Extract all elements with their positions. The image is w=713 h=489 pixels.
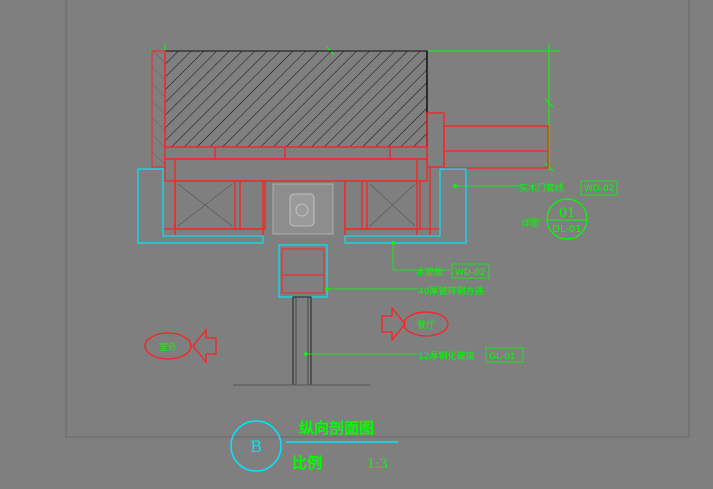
glass-panel (233, 296, 370, 386)
title-block (230, 420, 398, 472)
door-pocket-code: WD-02 (584, 184, 615, 194)
detail-reference (546, 198, 588, 240)
wood-block-label: 木垫板 (416, 266, 443, 278)
detail-sheet: DL-01 (552, 224, 581, 235)
drawing-title: 纵向剖面图 (299, 419, 374, 437)
inside-label: 餐厅 (417, 319, 435, 331)
glass-label: 12厚钢化玻璃 (418, 350, 474, 362)
wall-block (151, 50, 428, 168)
door-frame (163, 112, 549, 243)
base-outline (137, 168, 467, 298)
leader-lines (304, 184, 522, 356)
steel-tube-label: 40厚镀锌钢方通 (418, 285, 483, 297)
outside-label: 室外 (159, 341, 177, 353)
door-pocket-label: 实木门套线 (519, 182, 564, 194)
glass-code: GL-01 (489, 352, 516, 362)
roller-track (272, 183, 334, 235)
scale-value: 1:3 (367, 457, 388, 472)
direction-arrows (144, 306, 449, 364)
drawing-frame (65, 0, 690, 438)
code-boxes (451, 180, 618, 363)
detail-prefix: 详图 (521, 217, 539, 229)
section-mark: B (250, 437, 262, 456)
scale-label: 比例 (292, 454, 322, 472)
wood-block-code: WD-02 (455, 268, 486, 278)
detail-number: 01 (559, 206, 576, 221)
wood-filling (177, 183, 416, 227)
